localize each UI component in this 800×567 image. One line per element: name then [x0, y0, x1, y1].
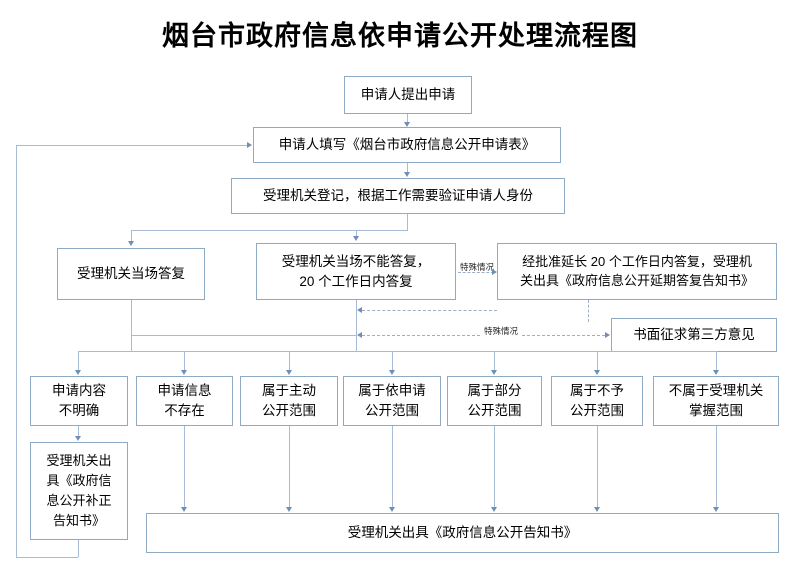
edge-cat-not-held-to-final [716, 426, 717, 507]
node-cat-proactive: 属于主动 公开范围 [240, 376, 338, 426]
arrowhead-dashed-reply-to-extend [492, 268, 497, 275]
arrowhead-dashed-thirdparty-right [605, 331, 610, 338]
arrowhead-bar-to-cat-not-exist [180, 370, 187, 375]
node-cat-not-disclosed: 属于不予 公开范围 [551, 376, 643, 426]
edge-dashed-extend-down [588, 300, 589, 322]
page-title: 烟台市政府信息依申请公开处理流程图 [162, 21, 638, 51]
arrowhead-bar-to-cat-proactive [285, 370, 292, 375]
node-final-notice: 受理机关出具《政府信息公开告知书》 [146, 513, 779, 553]
edge-reply-20days-down [356, 300, 357, 351]
arrowhead-bar-to-cat-not-disclosed [593, 370, 600, 375]
edge-bar-to-cat-not-held [716, 351, 717, 370]
node-cat-not-held: 不属于受理机关 掌握范围 [653, 376, 779, 426]
node-reply-onsite: 受理机关当场答复 [57, 248, 205, 300]
edge-dashed-reply-to-extend [458, 272, 494, 273]
edge-cat-on-request-to-final [392, 426, 393, 507]
edge-bar-to-cat-on-request [392, 351, 393, 370]
edge-dashed-thirdparty-to-junction [362, 335, 605, 336]
arrowhead-bar-to-cat-on-request [388, 370, 395, 375]
edge-bar-to-cat-proactive [289, 351, 290, 370]
edge-label-special-case-top: 特殊情况 [458, 262, 497, 272]
edge-apply-to-fillform [407, 114, 408, 123]
arrowhead-apply-to-fillform [403, 122, 410, 127]
node-third-party: 书面征求第三方意见 [611, 318, 777, 352]
arrowhead-cat-on-request-to-final [388, 507, 395, 512]
arrowhead-bar-to-cat-unclear [74, 370, 81, 375]
edge-register-down [407, 214, 408, 230]
arrowhead-cat-partial-to-final [490, 507, 497, 512]
edge-cat-not-disclosed-to-final [597, 426, 598, 507]
edge-feedback-bottom [16, 557, 78, 558]
edge-replyonsite-to-junction [131, 335, 357, 336]
arrowhead-cat-not-disclosed-to-final [593, 507, 600, 512]
arrowhead-bar-to-cat-partial [490, 370, 497, 375]
edge-category-distribution-bar [78, 351, 716, 352]
node-cat-on-request: 属于依申请 公开范围 [343, 376, 441, 426]
node-cat-not-exist: 申请信息 不存在 [136, 376, 233, 426]
edge-fillform-to-register [407, 163, 408, 172]
edge-to-reply-20days [356, 230, 357, 236]
edge-label-special-case-bottom: 特殊情况 [482, 326, 521, 336]
edge-feedback-top [16, 145, 248, 146]
edge-register-split-bar [131, 230, 408, 231]
node-apply: 申请人提出申请 [344, 76, 472, 114]
edge-dashed-extend-to-reply [362, 310, 497, 311]
edge-feedback-left [16, 145, 17, 557]
edge-junction-down-to-bar [356, 335, 357, 351]
node-register: 受理机关登记，根据工作需要验证申请人身份 [231, 178, 565, 214]
edge-cat-not-exist-to-final [184, 426, 185, 507]
node-cat-partial: 属于部分 公开范围 [447, 376, 542, 426]
arrowhead-cat-proactive-to-final [285, 507, 292, 512]
edge-bar-to-cat-partial [494, 351, 495, 370]
arrowhead-to-reply-20days [352, 236, 359, 241]
arrowhead-fillform-to-register [403, 172, 410, 177]
node-extend-20days: 经批准延长 20 个工作日内答复，受理机 关出具《政府信息公开延期答复告知书》 [497, 243, 777, 300]
arrowhead-dashed-extend-to-reply [357, 306, 362, 313]
edge-cat-partial-to-final [494, 426, 495, 507]
edge-bar-to-cat-not-disclosed [597, 351, 598, 370]
edge-to-reply-onsite [131, 230, 132, 241]
node-reply-20days: 受理机关当场不能答复， 20 个工作日内答复 [256, 243, 456, 300]
node-fill-form: 申请人填写《烟台市政府信息公开申请表》 [253, 127, 561, 163]
edge-cat-proactive-to-final [289, 426, 290, 507]
edge-bar-to-cat-not-exist [184, 351, 185, 370]
arrowhead-to-reply-onsite [127, 241, 134, 246]
edge-reply-onsite-down [131, 300, 132, 351]
arrowhead-bar-to-cat-not-held [712, 370, 719, 375]
arrowhead-cat-unclear-to-correction [74, 436, 81, 441]
edge-cat-unclear-to-correction [78, 426, 79, 436]
edge-feedback-down [78, 540, 79, 557]
arrowhead-cat-not-exist-to-final [180, 507, 187, 512]
arrowhead-dashed-thirdparty-left [357, 331, 362, 338]
node-cat-unclear: 申请内容 不明确 [30, 376, 128, 426]
edge-bar-to-cat-unclear [78, 351, 79, 370]
arrowhead-feedback-to-fillform [247, 141, 252, 148]
node-correction-notice: 受理机关出 具《政府信 息公开补正 告知书》 [30, 442, 128, 540]
arrowhead-cat-not-held-to-final [712, 507, 719, 512]
